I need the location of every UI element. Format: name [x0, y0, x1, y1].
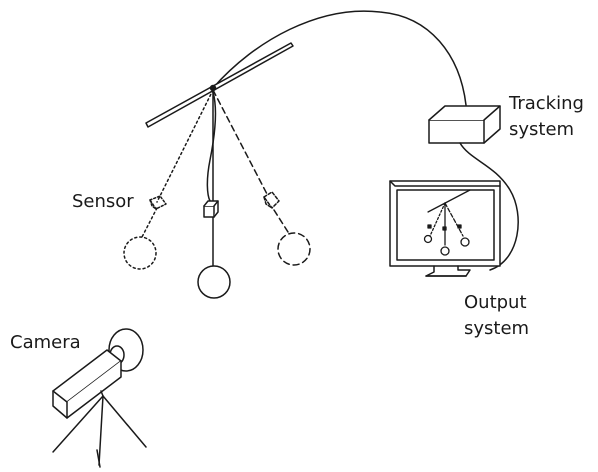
tracking-system-box: [428, 105, 501, 144]
output-cable: [459, 142, 519, 271]
sensor-box-left: [149, 195, 167, 210]
label-output-system-line2: system: [464, 318, 529, 339]
pendulum-left-dotted: [123, 89, 214, 270]
camera: [52, 328, 147, 468]
pendulum-right-dashed: [212, 89, 311, 266]
sensor-cube-center: [203, 200, 219, 218]
sensor-box-right: [263, 191, 280, 209]
pendulum-center: [197, 89, 231, 299]
label-camera: Camera: [10, 332, 81, 353]
label-output-system-line1: Output: [464, 292, 527, 313]
sensor-wire: [206, 91, 217, 202]
tracking-cable: [212, 10, 467, 106]
monitor-mini-pendulum: [423, 189, 471, 256]
label-sensor: Sensor: [72, 191, 134, 212]
label-tracking-system-line1: Tracking: [508, 93, 584, 114]
label-tracking-system-line2: system: [509, 119, 574, 140]
support-rod: [145, 42, 294, 128]
